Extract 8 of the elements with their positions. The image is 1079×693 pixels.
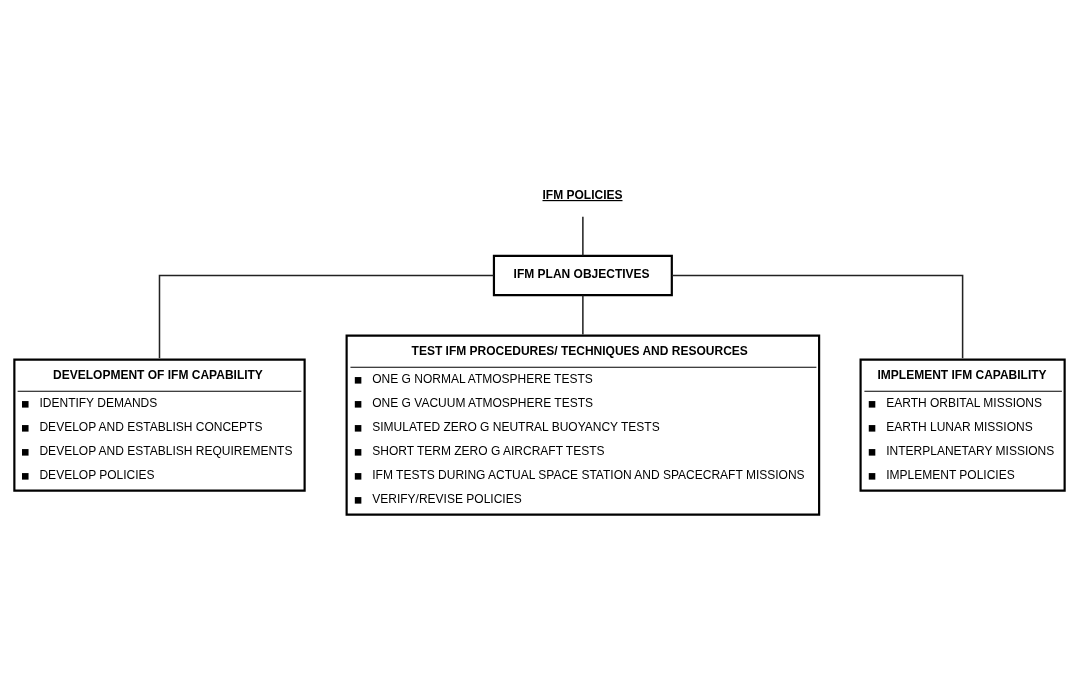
node-box: TEST IFM PROCEDURES/ TECHNIQUES AND RESOURCES ONE G NORMAL ATMOSPHERE TESTS ONE G VACUUM ATMOSPHERE TESTS SIMULATED ZERO G NEUTRAL BUOYANCY TESTS SHORT TERM ZERO G AIRCRAFT TESTS IFM TESTS DURING ACTUAL SPACE STATION AND SPACECRAFT MISSIONS VERIFY/REVISE POLICIES <box>345 334 821 516</box>
connector <box>582 294 584 336</box>
connector <box>671 274 964 359</box>
node-box: DEVELOPMENT OF IFM CAPABILITY IDENTIFY DEMANDS DEVELOP AND ESTABLISH CONCEPTS DEVELOP AND ESTABLISH REQUIREMENTS DEVELOP POLICIES <box>13 358 306 492</box>
node-text: IFM POLICIES <box>542 187 623 202</box>
node-box: IFM PLAN OBJECTIVES <box>492 254 673 297</box>
connector <box>582 216 584 257</box>
connector <box>158 274 495 359</box>
